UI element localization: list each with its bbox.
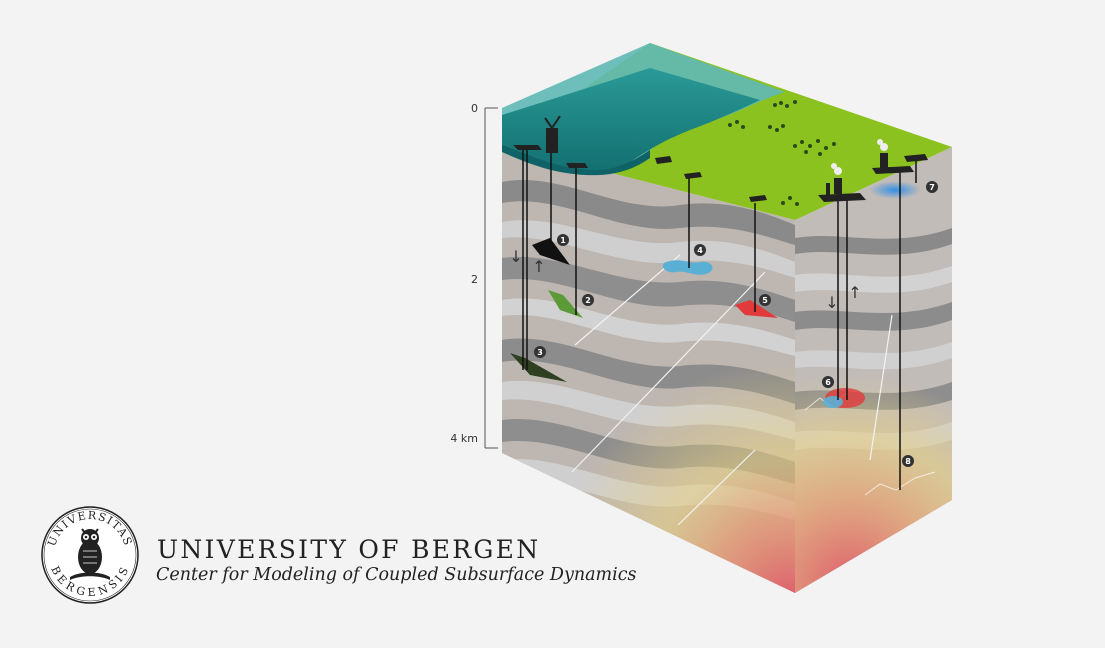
surface-facilities (513, 115, 928, 202)
marker-2: 2 (582, 294, 594, 306)
marker-5: 5 (759, 294, 771, 306)
water-reservoir (662, 260, 713, 275)
svg-text:7: 7 (929, 183, 935, 192)
hydrocarbon-reservoir (532, 238, 570, 265)
reservoirs (510, 181, 921, 408)
green-reservoir (548, 290, 583, 318)
marker-4: 4 (694, 244, 706, 256)
marker-6: 6 (822, 376, 834, 388)
svg-text:5: 5 (762, 296, 768, 305)
svg-text:2: 2 (585, 296, 591, 305)
down-arrow-right: ↓ (825, 293, 838, 312)
down-arrow-left: ↓ (509, 247, 522, 266)
trees (728, 100, 836, 206)
marker-8: 8 (902, 455, 914, 467)
depth-label-4km: 4 km (450, 432, 478, 445)
svg-text:6: 6 (825, 378, 831, 387)
marker-1: 1 (557, 234, 569, 246)
university-name: UNIVERSITY OF BERGEN (157, 535, 541, 564)
marker-7: 7 (926, 181, 938, 193)
surface-blue-plume (869, 181, 921, 199)
depth-label-0: 0 (471, 102, 478, 115)
wells (522, 145, 917, 490)
dark-green-reservoir (510, 353, 567, 382)
flow-arrows: ↓ ↑ ↓ ↑ (509, 247, 861, 312)
svg-text:3: 3 (537, 348, 543, 357)
steam-plumes (831, 139, 888, 175)
up-arrow-right: ↑ (848, 283, 861, 302)
center-name: Center for Modeling of Coupled Subsurfac… (156, 565, 637, 585)
red-reservoir (735, 300, 778, 318)
svg-text:4: 4 (697, 246, 703, 255)
university-seal-icon: UNIVERSITAS BERGENSIS (41, 506, 139, 604)
depth-label-2: 2 (471, 273, 478, 286)
up-arrow-left: ↑ (532, 257, 545, 276)
svg-text:1: 1 (560, 236, 566, 245)
institution-block: UNIVERSITAS BERGENSIS UNIVERSITY OF BERG… (40, 505, 700, 605)
marker-3: 3 (534, 346, 546, 358)
sea-water (502, 68, 760, 174)
depth-scale: 0 2 4 km (450, 102, 498, 449)
svg-text:8: 8 (905, 457, 911, 466)
